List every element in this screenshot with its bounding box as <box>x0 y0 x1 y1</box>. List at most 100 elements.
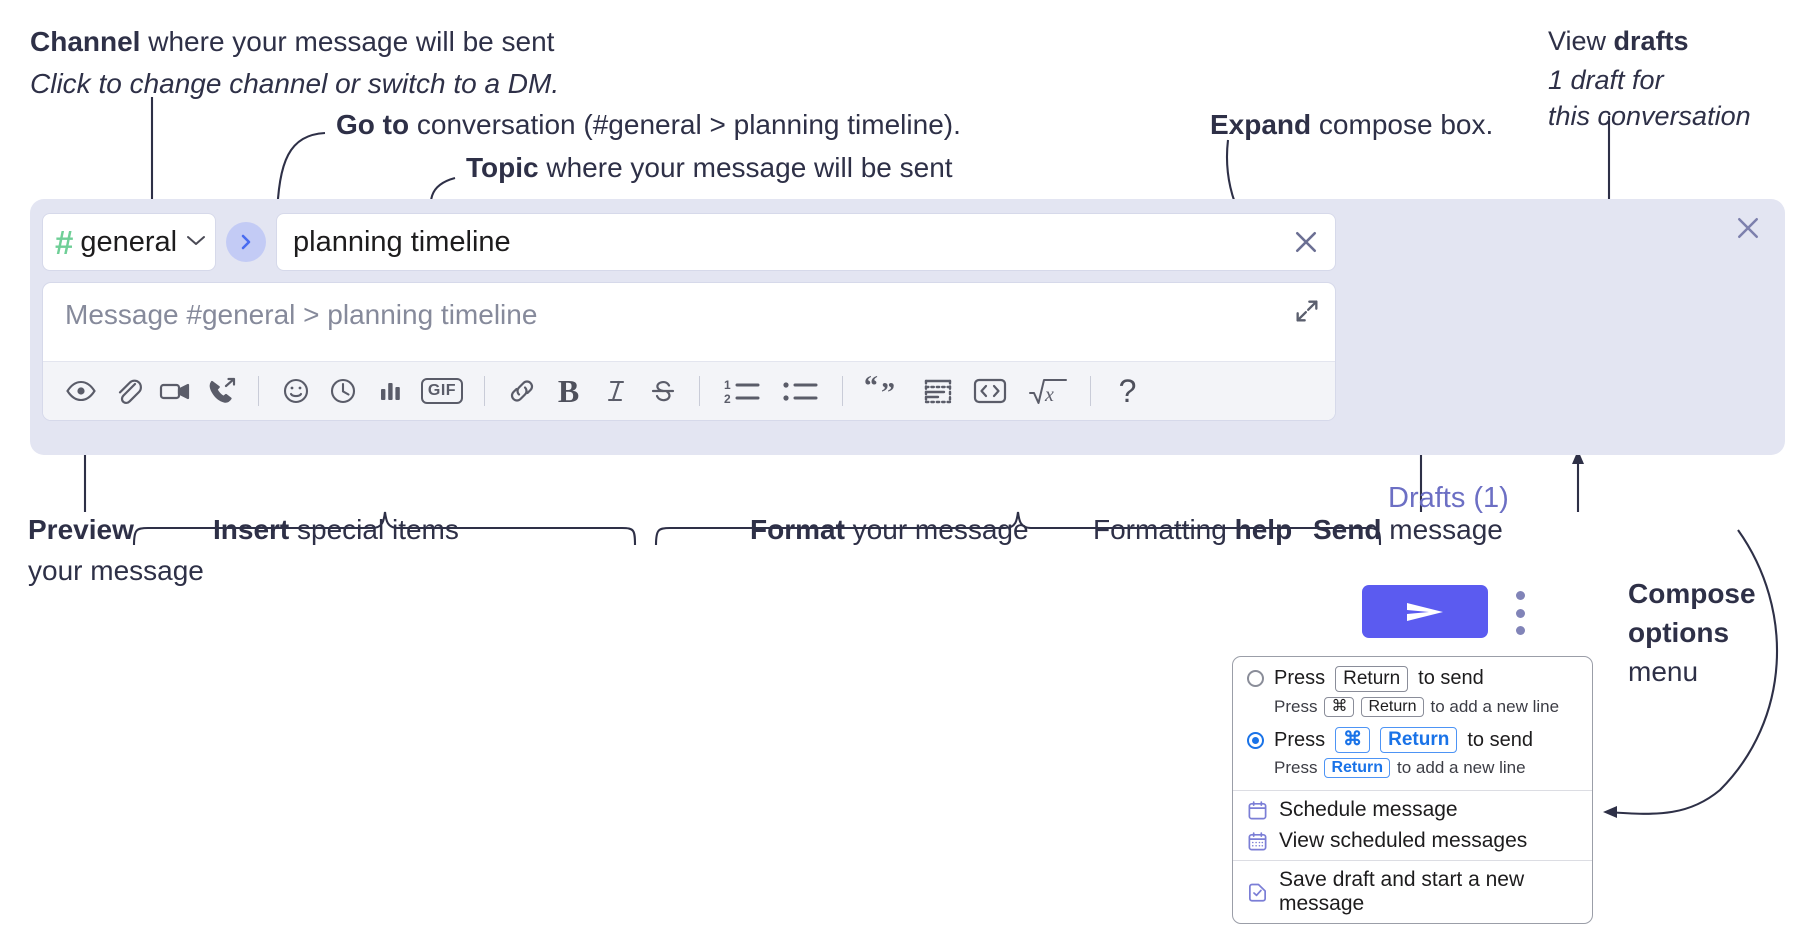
radio-cmd-return-selected[interactable] <box>1247 731 1264 749</box>
option1-sub-key-return: Return <box>1361 696 1424 718</box>
topic-input[interactable]: planning timeline <box>276 213 1336 271</box>
calendar-grid-icon <box>1247 831 1268 852</box>
code-block-icon[interactable] <box>914 368 961 414</box>
compose-widget: Drafts (1) # general planning timeline <box>30 199 1785 638</box>
message-input[interactable]: Message #general > planning timeline <box>43 283 1335 361</box>
annotation-preview: Preview your message <box>28 512 204 589</box>
svg-text:1: 1 <box>724 378 731 392</box>
blockquote-icon[interactable]: “ ” <box>856 368 914 414</box>
annotation-drafts-italic-2: this conversation <box>1548 101 1751 132</box>
message-box: Message #general > planning timeline <box>42 282 1336 421</box>
call-icon[interactable] <box>198 368 245 414</box>
emoji-icon[interactable] <box>272 368 319 414</box>
send-paper-plane-icon <box>1407 602 1443 621</box>
paperclip-icon[interactable] <box>104 368 151 414</box>
option2-key-cmd: ⌘ <box>1335 727 1371 754</box>
annotation-channel-rest: where your message will be sent <box>140 26 555 57</box>
italic-icon[interactable] <box>592 368 639 414</box>
option1-sub-press: Press <box>1274 697 1318 717</box>
send-option-cmd-return-main: Press ⌘ Return to send <box>1247 727 1578 754</box>
option1-key-return: Return <box>1335 666 1409 692</box>
send-option-cmd-return-sub: Press Return to add a new line <box>1274 758 1578 779</box>
option2-press-label: Press <box>1274 728 1326 751</box>
compose-options-button[interactable] <box>1510 591 1530 635</box>
toolbar-divider-2 <box>484 376 485 406</box>
toolbar-divider-4 <box>842 376 843 406</box>
menu-item-save-draft-label: Save draft and start a new message <box>1279 868 1525 916</box>
menu-item-view-scheduled-label: View scheduled messages <box>1279 829 1528 853</box>
svg-text:2: 2 <box>724 392 731 406</box>
ordered-list-icon[interactable]: 1 2 <box>713 368 771 414</box>
annotation-channel: Channel where your message will be sent … <box>30 24 559 102</box>
annotation-preview-bold: Preview <box>28 514 134 545</box>
topic-value: planning timeline <box>293 225 511 258</box>
clear-topic-button[interactable] <box>1291 227 1321 257</box>
annotation-expand-rest: compose box. <box>1311 109 1494 140</box>
annotation-help-bold: help <box>1234 514 1293 545</box>
toolbar-divider-5 <box>1090 376 1091 406</box>
annotation-expand: Expand compose box. <box>1210 107 1493 143</box>
compose-options-menu: Press Return to send Press ⌘ Return to a… <box>1232 656 1593 925</box>
svg-text:x: x <box>1044 384 1054 406</box>
option2-sub-press: Press <box>1274 758 1318 778</box>
annotation-drafts-plain: View <box>1548 26 1614 56</box>
close-compose-button[interactable] <box>1733 213 1763 248</box>
annotation-drafts-italic-1: 1 draft for <box>1548 64 1664 95</box>
annotation-send-bold: Send <box>1313 514 1382 545</box>
compose-header-row: # general planning timeline <box>42 213 1336 271</box>
annotation-format-rest: your message <box>844 514 1029 545</box>
annotation-channel-bold: Channel <box>30 26 141 57</box>
annotation-topic: Topic where your message will be sent <box>466 150 953 186</box>
expand-compose-button[interactable] <box>1293 297 1321 330</box>
send-option-return[interactable]: Press Return to send Press ⌘ Return to a… <box>1233 657 1592 725</box>
video-icon[interactable] <box>151 368 198 414</box>
option2-sub-tail: to add a new line <box>1397 758 1526 778</box>
drafts-link[interactable]: Drafts (1) <box>1388 482 1509 514</box>
annotation-topic-rest: where your message will be sent <box>538 152 953 183</box>
send-option-return-sub: Press ⌘ Return to add a new line <box>1274 696 1578 718</box>
radio-return-unselected[interactable] <box>1247 670 1264 688</box>
annotation-goto: Go to conversation (#general > planning … <box>336 107 961 143</box>
bulleted-list-icon[interactable] <box>771 368 829 414</box>
annotation-channel-italic: Click to change channel or switch to a D… <box>30 67 560 99</box>
poll-icon[interactable] <box>366 368 413 414</box>
menu-item-schedule-message-label: Schedule message <box>1279 798 1458 822</box>
annotation-compose-options-l3: menu <box>1628 655 1699 687</box>
save-draft-icon <box>1247 882 1268 903</box>
strikethrough-icon[interactable] <box>639 368 686 414</box>
option1-sub-key-cmd: ⌘ <box>1324 696 1355 718</box>
annotation-compose-options-l1: Compose <box>1628 578 1756 609</box>
annotation-send-rest: message <box>1381 514 1503 545</box>
clock-icon[interactable] <box>319 368 366 414</box>
option1-press-label: Press <box>1274 667 1326 690</box>
send-option-cmd-return[interactable]: Press ⌘ Return to send Press Return to a… <box>1233 725 1592 790</box>
gif-icon[interactable]: GIF <box>413 368 471 414</box>
annotation-topic-bold: Topic <box>466 152 539 183</box>
annotation-goto-rest: conversation (#general > planning timeli… <box>409 109 961 140</box>
bold-icon[interactable]: B <box>545 368 592 414</box>
goto-conversation-button[interactable] <box>226 222 266 262</box>
menu-item-schedule-message[interactable]: Schedule message <box>1233 791 1592 829</box>
send-button[interactable] <box>1362 585 1488 638</box>
annotation-format-bold: Format <box>750 514 845 545</box>
link-icon[interactable] <box>498 368 545 414</box>
menu-item-view-scheduled[interactable]: View scheduled messages <box>1233 829 1592 860</box>
kebab-dot-3 <box>1515 626 1525 635</box>
kebab-dot-2 <box>1515 608 1525 618</box>
menu-divider-1 <box>1233 790 1592 792</box>
gif-label: GIF <box>420 378 464 404</box>
message-placeholder: Message #general > planning timeline <box>65 299 538 330</box>
channel-selector[interactable]: # general <box>42 213 216 271</box>
annotation-formatting-help: Formatting help <box>1093 512 1292 548</box>
menu-divider-2 <box>1233 860 1592 862</box>
code-icon[interactable] <box>961 368 1019 414</box>
annotation-compose-options: Compose options menu <box>1628 576 1756 689</box>
annotation-compose-options-l2: options <box>1628 616 1730 648</box>
menu-item-save-draft[interactable]: Save draft and start a new message <box>1233 861 1592 923</box>
preview-icon[interactable] <box>57 368 104 414</box>
math-icon[interactable]: x <box>1019 368 1077 414</box>
chevron-right-icon <box>241 234 251 250</box>
option1-sub-tail: to add a new line <box>1430 697 1560 717</box>
channel-name: general <box>80 225 178 258</box>
help-icon[interactable]: ? <box>1104 368 1151 414</box>
